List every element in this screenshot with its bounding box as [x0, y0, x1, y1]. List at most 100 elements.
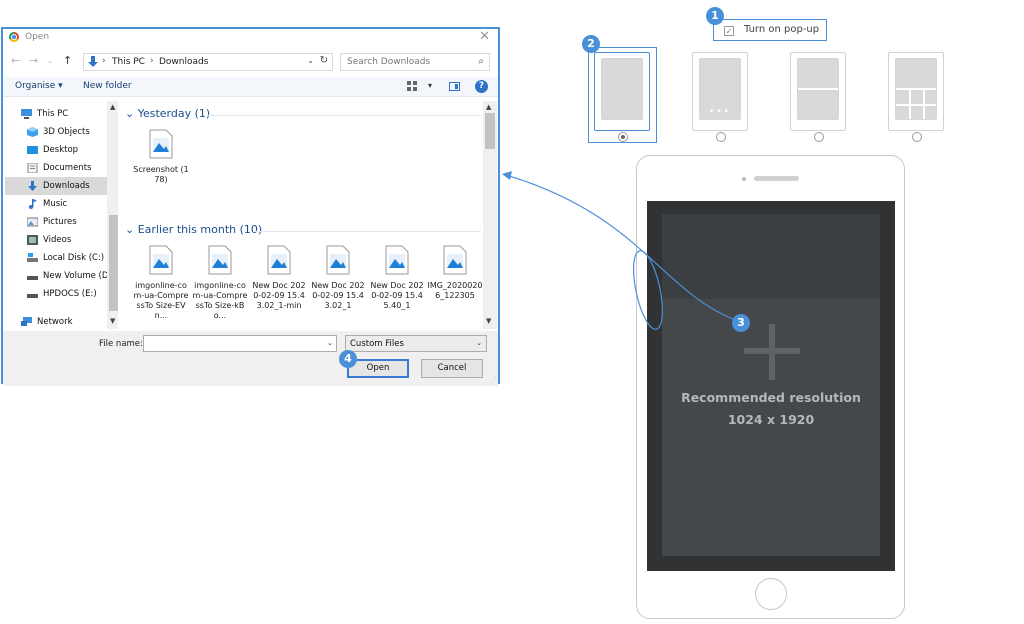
layout-radio-single-dots[interactable]: [716, 132, 726, 142]
nav-item-videos[interactable]: Videos: [5, 231, 108, 249]
image-file-icon: [149, 129, 173, 159]
nav-item-pictures[interactable]: Pictures: [5, 213, 108, 231]
chevron-down-icon: ⌄: [476, 339, 482, 347]
nav-item-local-disk-c[interactable]: Local Disk (C:): [5, 249, 108, 267]
group-header-earlier-this-month[interactable]: ⌄ Earlier this month (10): [125, 223, 263, 236]
nav-item-new-volume-d[interactable]: New Volume (D:: [5, 267, 111, 285]
nav-item-music[interactable]: Music: [5, 195, 108, 213]
layout-option-two-rows[interactable]: [790, 52, 846, 131]
nav-item-3d-objects[interactable]: 3D Objects: [5, 123, 108, 141]
nav-item-documents[interactable]: Documents: [5, 159, 108, 177]
forward-arrow-icon[interactable]: →: [29, 54, 39, 67]
home-button-icon: [755, 578, 787, 610]
nav-scroll-thumb[interactable]: [109, 215, 118, 311]
search-icon[interactable]: ⌕: [478, 56, 484, 67]
file-name-input[interactable]: [143, 335, 337, 352]
scroll-down-icon[interactable]: ▼: [486, 317, 492, 325]
nav-label-videos: Videos: [43, 235, 72, 245]
scroll-down-icon[interactable]: ▼: [110, 317, 116, 325]
file-name: New Doc 2020-02-09 15.43.02_1: [311, 281, 365, 310]
image-file-icon: [385, 245, 409, 275]
chrome-icon: [9, 32, 19, 42]
videos-icon: [27, 235, 38, 245]
recent-dropdown-icon[interactable]: ⌄: [47, 57, 53, 65]
file-type-value: Custom Files: [350, 339, 404, 349]
layout-preview: •••: [699, 58, 741, 120]
group-header-yesterday[interactable]: ⌄ Yesterday (1): [125, 107, 211, 120]
checkbox-icon[interactable]: ✓: [724, 26, 734, 36]
file-name: imgonline-com-ua-CompressTo Size-EVn...: [133, 281, 189, 320]
scroll-up-icon[interactable]: ▲: [486, 103, 492, 111]
file-type-select[interactable]: Custom Files ⌄: [345, 335, 487, 352]
step-badge-4: 4: [339, 350, 357, 368]
upload-area[interactable]: Recommended resolution 1024 x 1920: [662, 214, 880, 556]
nav-item-hpdocs-e[interactable]: HPDOCS (E:): [5, 285, 108, 303]
nav-label-documents: Documents: [43, 163, 92, 173]
step-badge-3: 3: [732, 314, 750, 332]
popup-toggle[interactable]: ✓ Turn on pop-up: [713, 19, 827, 41]
search-box[interactable]: Search Downloads ⌕: [340, 53, 490, 71]
new-folder-button[interactable]: New folder: [83, 81, 132, 91]
arrow-head-icon: [502, 171, 512, 180]
view-dropdown-icon[interactable]: ▾: [428, 81, 433, 90]
breadcrumb-downloads[interactable]: Downloads: [159, 57, 209, 67]
dialog-titlebar: Open ✕: [3, 29, 498, 47]
layout-radio-two-rows[interactable]: [814, 132, 824, 142]
address-bar[interactable]: › This PC › Downloads ⌄ ↻: [83, 53, 333, 71]
layout-preview: [895, 58, 937, 120]
file-name: imgonline-com-ua-CompressTo Size-kBo...: [192, 281, 248, 320]
network-icon: [21, 317, 32, 326]
file-name-dropdown-icon[interactable]: ⌄: [327, 339, 333, 347]
navigation-pane: This PC 3D Objects Desktop Documents Dow…: [5, 101, 118, 329]
refresh-icon[interactable]: ↻: [319, 55, 328, 66]
drive-icon: [27, 276, 38, 280]
pictures-icon: [27, 217, 38, 227]
divider: [896, 88, 936, 90]
phone-screen: Recommended resolution 1024 x 1920: [647, 201, 895, 571]
documents-icon: [27, 163, 38, 173]
address-dropdown-icon[interactable]: ⌄: [307, 56, 314, 65]
upload-area-top: [662, 214, 880, 299]
layout-option-single[interactable]: [594, 52, 650, 131]
help-icon[interactable]: ?: [475, 80, 488, 93]
nav-label-3d-objects: 3D Objects: [43, 127, 90, 137]
nav-item-downloads[interactable]: Downloads: [5, 177, 108, 195]
organise-menu[interactable]: Organise ▾: [15, 81, 63, 91]
back-arrow-icon[interactable]: ←: [11, 54, 21, 67]
image-file-icon: [267, 245, 291, 275]
popup-label: Turn on pop-up: [744, 24, 820, 35]
breadcrumb-this-pc[interactable]: This PC: [112, 57, 145, 67]
layout-option-single-dots[interactable]: •••: [692, 52, 748, 131]
divider: [923, 88, 925, 119]
layout-radio-grid[interactable]: [912, 132, 922, 142]
resize-grip-icon[interactable]: ⋰: [490, 377, 496, 384]
step-badge-2: 2: [582, 35, 600, 53]
file-name: New Doc 2020-02-09 15.43.02_1-min: [252, 281, 306, 310]
preview-pane-icon[interactable]: [449, 82, 460, 91]
files-scroll-thumb[interactable]: [485, 113, 495, 149]
navigation-bar: ← → ⌄ ↑ › This PC › Downloads ⌄ ↻ Search…: [3, 51, 498, 73]
recommended-resolution-label: Recommended resolution: [681, 390, 861, 405]
download-folder-icon: [88, 56, 98, 67]
divider: [896, 104, 936, 106]
view-options-icon[interactable]: [407, 81, 417, 91]
nav-scrollbar[interactable]: ▲ ▼: [107, 101, 118, 329]
close-icon[interactable]: ✕: [479, 29, 490, 44]
files-scrollbar[interactable]: ▲ ▼: [483, 101, 497, 329]
layout-option-grid[interactable]: [888, 52, 944, 131]
up-arrow-icon[interactable]: ↑: [63, 54, 73, 67]
nav-label-desktop: Desktop: [43, 145, 79, 155]
nav-item-this-pc[interactable]: This PC: [5, 105, 108, 123]
scroll-up-icon[interactable]: ▲: [110, 103, 116, 111]
cancel-button[interactable]: Cancel: [421, 359, 483, 378]
nav-label-downloads: Downloads: [43, 181, 90, 191]
layout-preview: [797, 58, 839, 120]
nav-item-desktop[interactable]: Desktop: [5, 141, 108, 159]
nav-item-network[interactable]: Network: [5, 313, 108, 329]
layout-radio-single[interactable]: [618, 132, 628, 142]
desktop-icon: [27, 146, 38, 154]
nav-label-local-disk-c: Local Disk (C:): [43, 253, 105, 263]
open-button[interactable]: Open: [347, 359, 409, 378]
selected-layout-highlight: [588, 47, 657, 143]
divider: [798, 88, 838, 90]
